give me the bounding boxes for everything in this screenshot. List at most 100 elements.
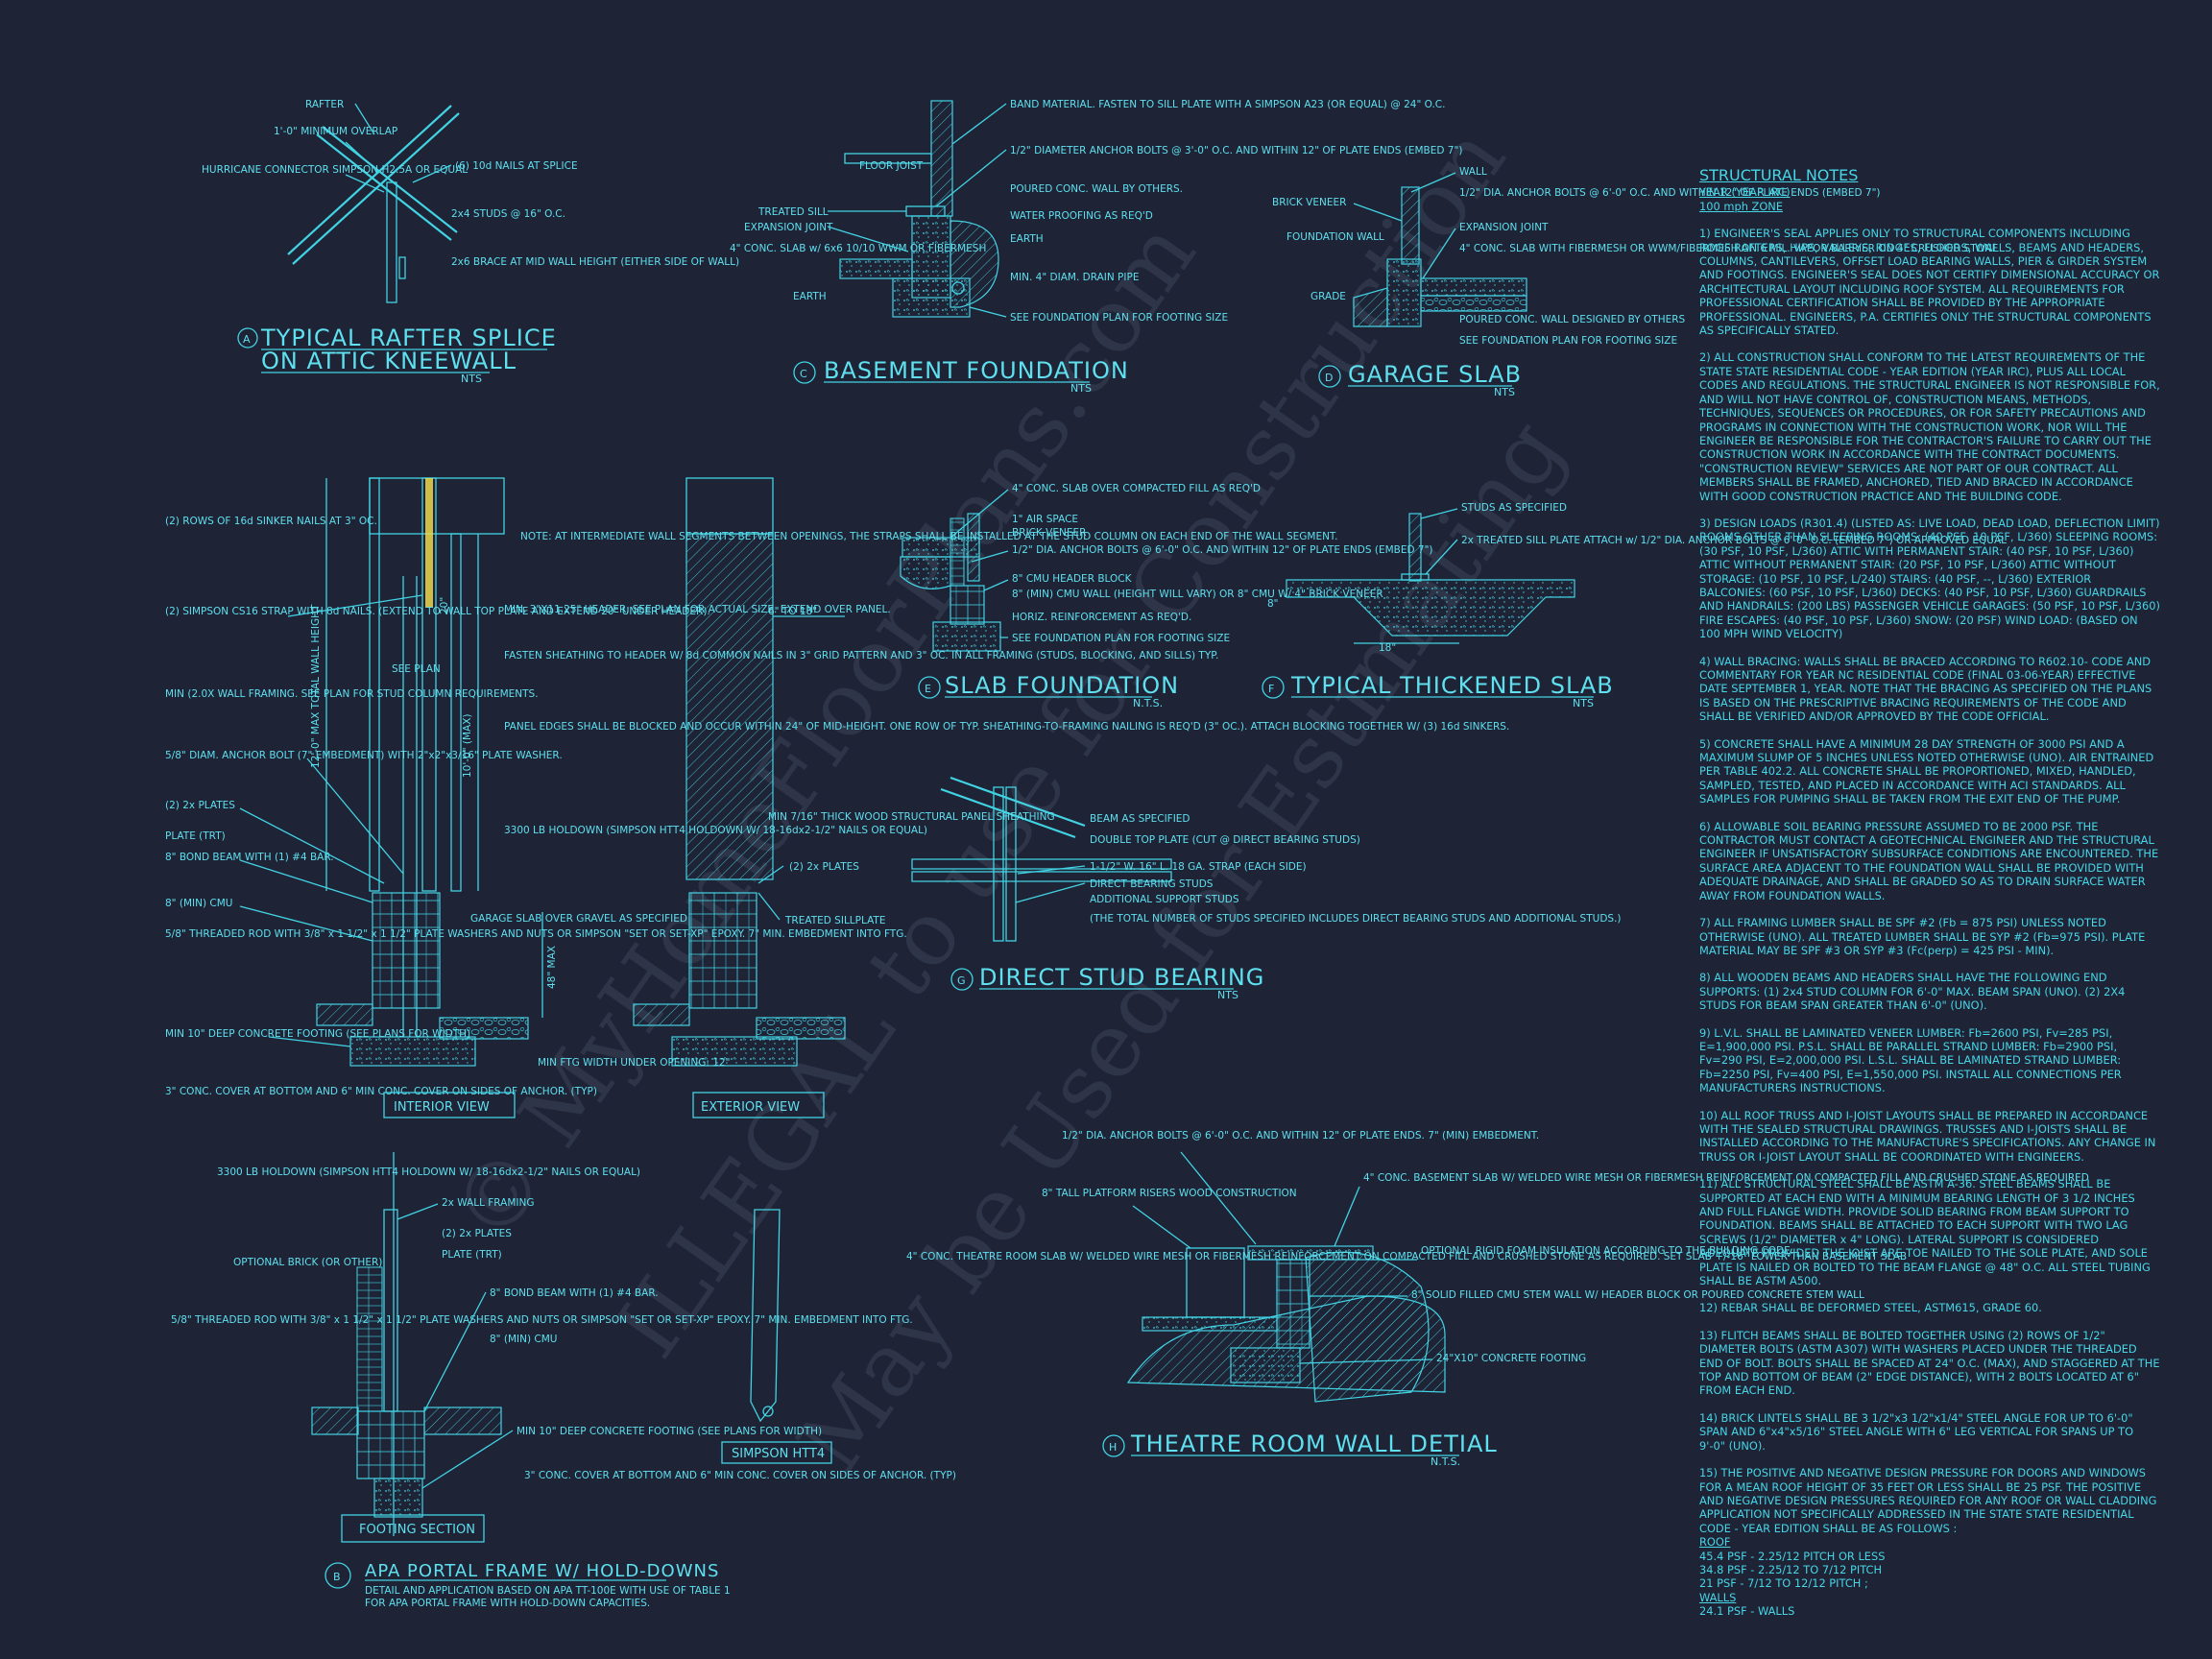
g-label-0: BEAM AS SPECIFIED xyxy=(1090,813,1190,825)
detail-d-garage-slab: WALL BRICK VENEER 1/2" DIA. ANCHOR BOLTS… xyxy=(1272,166,1998,398)
b-foot-0: 3300 LB HOLDOWN (SIMPSON HTT4 HOLDOWN W/… xyxy=(217,1166,640,1178)
d-scale: NTS xyxy=(1494,386,1515,398)
c-label-11: SEE FOUNDATION PLAN FOR FOOTING SIZE xyxy=(1010,312,1228,324)
detail-h-theatre-wall: 1/2" DIA. ANCHOR BOLTS @ 6'-0" O.C. AND … xyxy=(906,1130,2089,1468)
g-top-plate xyxy=(911,858,1172,882)
d-leader-0 xyxy=(1410,172,1456,193)
note-1: 1) ENGINEER'S SEAL APPLIES ONLY TO STRUC… xyxy=(1699,227,2160,338)
b-mid-2: FASTEN SHEATHING TO HEADER W/ 8d COMMON … xyxy=(504,650,1218,661)
b-sub2: FOR APA PORTAL FRAME WITH HOLD-DOWN CAPA… xyxy=(365,1598,650,1609)
note-10: 10) ALL ROOF TRUSS AND I-JOIST LAYOUTS S… xyxy=(1699,1108,2156,1164)
a-label-1: 1'-0" MINIMUM OVERLAP xyxy=(274,126,397,137)
b-int-footing xyxy=(349,1036,476,1067)
h-circle xyxy=(1102,1434,1125,1457)
b-ext-1: MIN 7/16" THICK WOOD STRUCTURAL PANEL SH… xyxy=(768,811,1055,823)
c-title: BASEMENT FOUNDATION xyxy=(824,357,1129,384)
detail-e-slab-foundation: 4" CONC. SLAB OVER COMPACTED FILL AS REQ… xyxy=(900,483,1433,709)
f-label-1: 2x TREATED SILL PLATE ATTACH w/ 1/2" DIA… xyxy=(1461,535,2007,546)
d-wall xyxy=(1401,186,1420,265)
b-leader-l1 xyxy=(287,594,423,617)
b-mid-6: MIN FTG WIDTH UNDER OPENING: 12" xyxy=(538,1057,730,1069)
g-scale: NTS xyxy=(1217,989,1238,1001)
b-foot-4: OPTIONAL BRICK (OR OTHER) xyxy=(233,1257,382,1268)
a-leader-2 xyxy=(345,174,385,193)
notes-roof-2: 21 PSF - 7/12 TO 12/12 PITCH ; xyxy=(1699,1576,1868,1591)
a-title2: ON ATTIC KNEEWALL xyxy=(261,348,517,374)
detail-f-thickened-slab: STUDS AS SPECIFIED 2x TREATED SILL PLATE… xyxy=(1262,502,2007,709)
notes-roof-0: 45.4 PSF - 2.25/12 PITCH OR LESS xyxy=(1699,1549,1886,1563)
note-9: 9) L.V.L. SHALL BE LAMINATED VENEER LUMB… xyxy=(1699,1025,2122,1095)
b-mid-4: 3300 LB HOLDOWN (SIMPSON HTT4 HOLDOWN W/… xyxy=(504,825,927,836)
h-label-3: 4" CONC. BASEMENT SLAB W/ WELDED WIRE ME… xyxy=(1363,1172,2089,1184)
note-5: 5) CONCRETE SHALL HAVE A MINIMUM 28 DAY … xyxy=(1699,736,2154,806)
b-ext-leader-3 xyxy=(757,892,781,921)
note-14: 14) BRICK LINTELS SHALL BE 3 1/2"x3 1/2"… xyxy=(1699,1410,2134,1453)
e-thickened xyxy=(900,556,951,589)
h-scale: N.T.S. xyxy=(1431,1455,1460,1468)
note-12: 12) REBAR SHALL BE DEFORMED STEEL, ASTM6… xyxy=(1699,1301,2042,1315)
b-foot-brick xyxy=(356,1266,383,1412)
d-label-4: EXPANSION JOINT xyxy=(1459,222,1549,233)
h-theatre-slab xyxy=(1142,1316,1278,1332)
e-circle xyxy=(918,676,941,699)
note-3: 3) DESIGN LOADS (R301.4) (LISTED AS: LIV… xyxy=(1699,516,2160,641)
f-leader-0 xyxy=(1420,508,1458,519)
e-leader-0 xyxy=(950,489,1009,539)
c-circle xyxy=(793,361,816,384)
c-letter: C xyxy=(800,368,807,380)
b-ext-leader-2 xyxy=(757,865,784,884)
b-ext-header xyxy=(685,477,774,535)
c-label-8: EARTH xyxy=(1010,233,1044,245)
b-foot-5: 8" BOND BEAM WITH (1) #4 BAR. xyxy=(490,1287,659,1299)
structural-notes: STRUCTURAL NOTES YEAR (YEAR IRC) 100 mph… xyxy=(1699,167,2160,1619)
b-foot-cmu xyxy=(356,1410,425,1479)
c-leader-0 xyxy=(951,103,1007,145)
h-leader-2 xyxy=(1334,1186,1360,1247)
h-label-2: 4" CONC. THEATRE ROOM SLAB W/ WELDED WIR… xyxy=(906,1251,1907,1262)
rafter-line-3 xyxy=(316,133,452,241)
c-label-9: MIN. 4" DIAM. DRAIN PIPE xyxy=(1010,272,1139,283)
b-left-10: 3" CONC. COVER AT BOTTOM AND 6" MIN CONC… xyxy=(165,1086,597,1097)
b-simpson-htt4-shape xyxy=(750,1209,781,1423)
b-left-0: (2) ROWS OF 16d SINKER NAILS AT 3" OC. xyxy=(165,516,377,527)
c-label-2: 1/2" DIAMETER ANCHOR BOLTS @ 3'-0" O.C. … xyxy=(1010,145,1462,156)
c-label-4: TREATED SILL xyxy=(757,206,829,218)
g-label-3: DIRECT BEARING STUDS xyxy=(1090,878,1214,890)
e-scale: N.T.S. xyxy=(1133,697,1163,709)
b-foot-earth xyxy=(311,1407,359,1435)
detail-c-basement-foundation: BAND MATERIAL. FASTEN TO SILL PLATE WITH… xyxy=(730,99,1462,395)
b-interior-view-box xyxy=(383,1092,516,1118)
c-label-6: WATER PROOFING AS REQ'D xyxy=(1010,210,1153,222)
b-foot-2: (2) 2x PLATES xyxy=(442,1228,512,1239)
a-scale: NTS xyxy=(461,373,482,385)
b-title: APA PORTAL FRAME W/ HOLD-DOWNS xyxy=(365,1561,719,1581)
b-left-7: 8" (MIN) CMU xyxy=(165,898,232,909)
b-foot-leader-8 xyxy=(421,1430,514,1489)
g-title: DIRECT STUD BEARING xyxy=(979,964,1264,991)
b-leader-l9 xyxy=(268,1036,351,1047)
b-ext-footing xyxy=(671,1036,798,1067)
a-title1: TYPICAL RAFTER SPLICE xyxy=(260,325,557,351)
d-label-7: POURED CONC. WALL DESIGNED BY OTHERS xyxy=(1459,314,1686,325)
b-ext-earth xyxy=(633,1003,690,1026)
a-letter: A xyxy=(243,333,251,346)
b-foot-column xyxy=(383,1209,398,1412)
d-letter: D xyxy=(1325,372,1333,384)
g-leader-1 xyxy=(1015,882,1086,903)
h-letter: H xyxy=(1109,1441,1117,1454)
h-label-1: 8" TALL PLATFORM RISERS WOOD CONSTRUCTIO… xyxy=(1042,1188,1297,1199)
d-found-wall xyxy=(1386,258,1422,327)
b-left-6: 8" BOND BEAM WITH (1) #4 BAR. xyxy=(165,852,334,863)
detail-b-portal-frame: (2) ROWS OF 16d SINKER NAILS AT 3" OC. (… xyxy=(165,477,1509,1609)
b-simpson-box xyxy=(721,1441,832,1464)
detail-a-rafter-splice: RAFTER 1'-0" MINIMUM OVERLAP HURRICANE C… xyxy=(202,99,739,385)
b-ext-3: TREATED SILLPLATE xyxy=(784,915,885,926)
d-leader-1 xyxy=(1353,203,1403,222)
b-foot-1: 2x WALL FRAMING xyxy=(442,1197,535,1209)
g-stud-1 xyxy=(993,786,1004,942)
h-leader-1 xyxy=(1132,1205,1191,1249)
f-letter: F xyxy=(1268,683,1274,695)
detail-g-direct-stud-bearing: BEAM AS SPECIFIED DOUBLE TOP PLATE (CUT … xyxy=(911,776,1622,1001)
b-left-2: MIN (2.0X WALL FRAMING. SEE PLAN FOR STU… xyxy=(165,688,539,700)
notes-walls-head: WALLS xyxy=(1699,1590,1737,1604)
